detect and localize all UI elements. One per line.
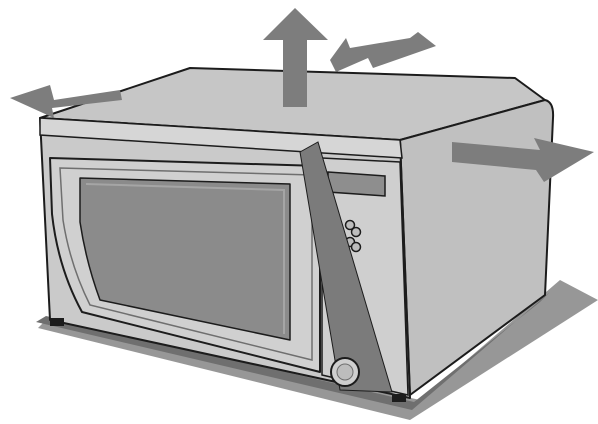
arrow-left-icon (10, 85, 122, 118)
arrow-up-right-icon (330, 32, 436, 72)
foot-right (392, 394, 406, 402)
door-inner-line (59, 167, 313, 361)
microwave-side (399, 99, 555, 396)
dial-knob-center (336, 363, 354, 381)
display-window (327, 171, 386, 197)
floor-shadow (38, 280, 598, 420)
door-swing-wedge (299, 141, 393, 393)
control-button-2 (350, 226, 362, 238)
arrow-right-icon (452, 138, 594, 182)
viewing-window-highlight (85, 183, 285, 334)
arrow-up-icon (263, 8, 328, 107)
control-button-1 (344, 219, 356, 231)
control-button-4 (350, 241, 362, 253)
viewing-window (79, 177, 291, 341)
foot-left (50, 318, 64, 326)
